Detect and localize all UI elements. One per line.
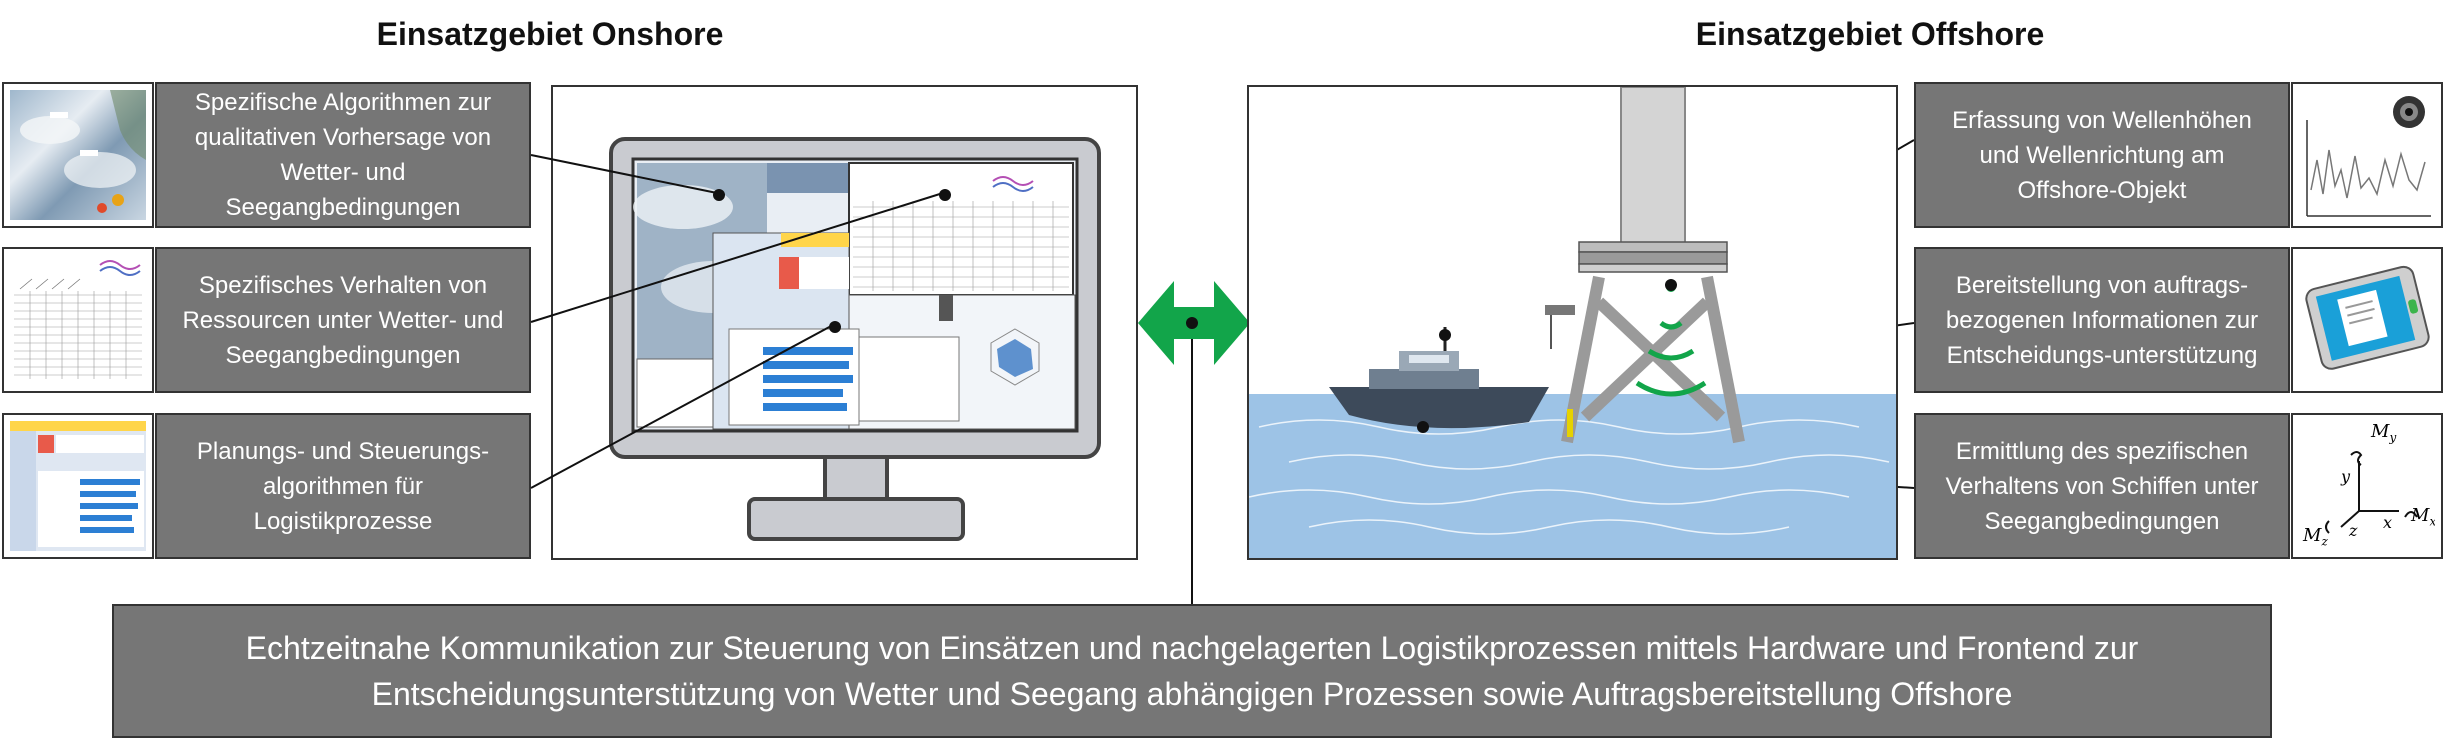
tablet-icon [2305,265,2430,370]
order-information-text: Bereitstellung von auftrags-bezogenen In… [1945,271,2259,369]
weather-map-thumbnail [2,82,154,228]
order-information-box: Bereitstellung von auftrags-bezogenen In… [1914,247,2290,393]
forecast-algorithms-text: Spezifische Algorithmen zur qualitativen… [194,89,492,221]
wave-measurement-box: Erfassung von Wellenhöhen und Wellenrich… [1914,82,2290,228]
communication-summary-line-1: Echtzeitnahe Kommunikation zur Steuerung… [245,630,2139,666]
offshore-scene-illustration [1249,87,1896,558]
tablet-thumbnail [2291,247,2443,393]
weather-map-image [20,90,146,213]
resource-table-thumbnail [2,247,154,393]
offshore-title: Einsatzgebiet Offshore [1695,16,2045,52]
resource-behavior-box: Spezifisches Verhalten von Ressourcen un… [155,247,531,393]
communication-summary-box: Echtzeitnahe Kommunikation zur Steuerung… [112,604,2272,738]
planning-algorithms-text: Planungs- und Steuerungs-algorithmen für… [196,437,490,535]
moment-y-label: My [2371,421,2397,445]
monitor-frame [551,85,1138,560]
moment-z-label: Mz [2303,525,2328,549]
planning-algorithms-box: Planungs- und Steuerungs-algorithmen für… [155,413,531,559]
moment-x-label: Mx [2411,505,2435,529]
ship-behavior-text: Ermittlung des spezifischen Verhaltens v… [1945,437,2259,535]
communication-summary-line-2: Entscheidungsunterstützung von Wetter un… [371,676,2013,712]
offshore-scene-frame [1247,85,1898,560]
axis-y-label: y [2341,467,2351,486]
resource-behavior-text: Spezifisches Verhalten von Ressourcen un… [182,271,504,369]
wave-measurement-text: Erfassung von Wellenhöhen und Wellenrich… [1952,106,2252,204]
forecast-algorithms-box: Spezifische Algorithmen zur qualitativen… [155,82,531,228]
planning-software-thumbnail [2,413,154,559]
ship-axes-diagram [2325,451,2418,534]
ship-behavior-box: Ermittlung des spezifischen Verhaltens v… [1914,413,2290,559]
wave-sensor-icon [2306,96,2431,217]
ship-axes-thumbnail: My y x z Mx Mz [2291,413,2443,559]
planning-software-image [10,421,146,551]
axis-z-label: z [2349,521,2358,540]
resource-table-image [14,260,142,379]
monitor-illustration [609,137,1101,541]
wave-sensor-thumbnail [2291,82,2443,228]
bidirectional-arrow-icon [1138,281,1250,365]
axis-x-label: x [2383,513,2393,532]
onshore-title: Einsatzgebiet Onshore [376,16,724,52]
